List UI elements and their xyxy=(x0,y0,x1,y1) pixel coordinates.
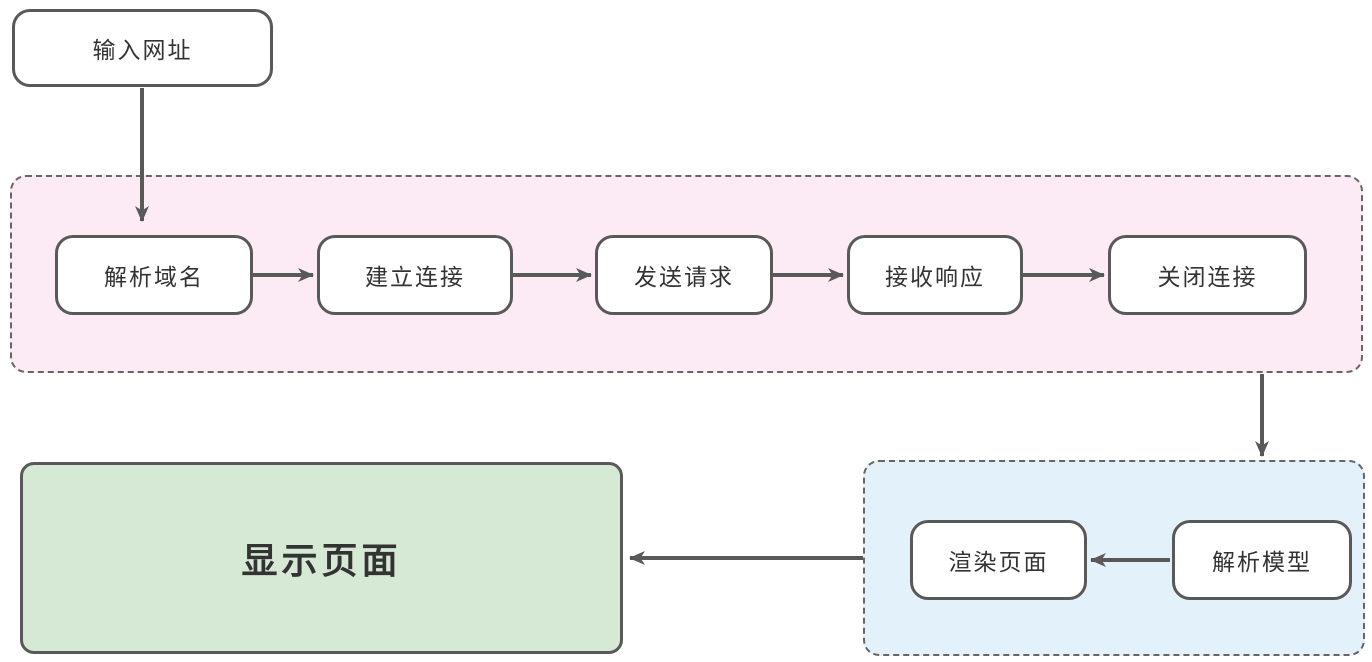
node-send-request: 发送请求 xyxy=(595,235,773,315)
node-send-request-label: 发送请求 xyxy=(634,264,734,290)
node-input-url: 输入网址 xyxy=(12,9,273,87)
node-receive-response: 接收响应 xyxy=(847,235,1023,315)
node-display-page: 显示页面 xyxy=(20,462,623,654)
node-establish-connection: 建立连接 xyxy=(317,235,513,315)
node-close-connection: 关闭连接 xyxy=(1108,235,1307,315)
node-render-page-label: 渲染页面 xyxy=(948,549,1049,575)
node-render-page: 渲染页面 xyxy=(910,520,1087,600)
node-resolve-domain-label: 解析域名 xyxy=(104,264,204,290)
node-establish-connection-label: 建立连接 xyxy=(365,264,465,290)
node-resolve-domain: 解析域名 xyxy=(55,235,253,315)
node-parse-model-label: 解析模型 xyxy=(1212,549,1312,575)
node-display-page-label: 显示页面 xyxy=(241,540,402,581)
node-close-connection-label: 关闭连接 xyxy=(1157,264,1258,290)
node-receive-response-label: 接收响应 xyxy=(885,264,985,290)
node-input-url-label: 输入网址 xyxy=(92,37,193,63)
node-parse-model: 解析模型 xyxy=(1172,520,1352,600)
